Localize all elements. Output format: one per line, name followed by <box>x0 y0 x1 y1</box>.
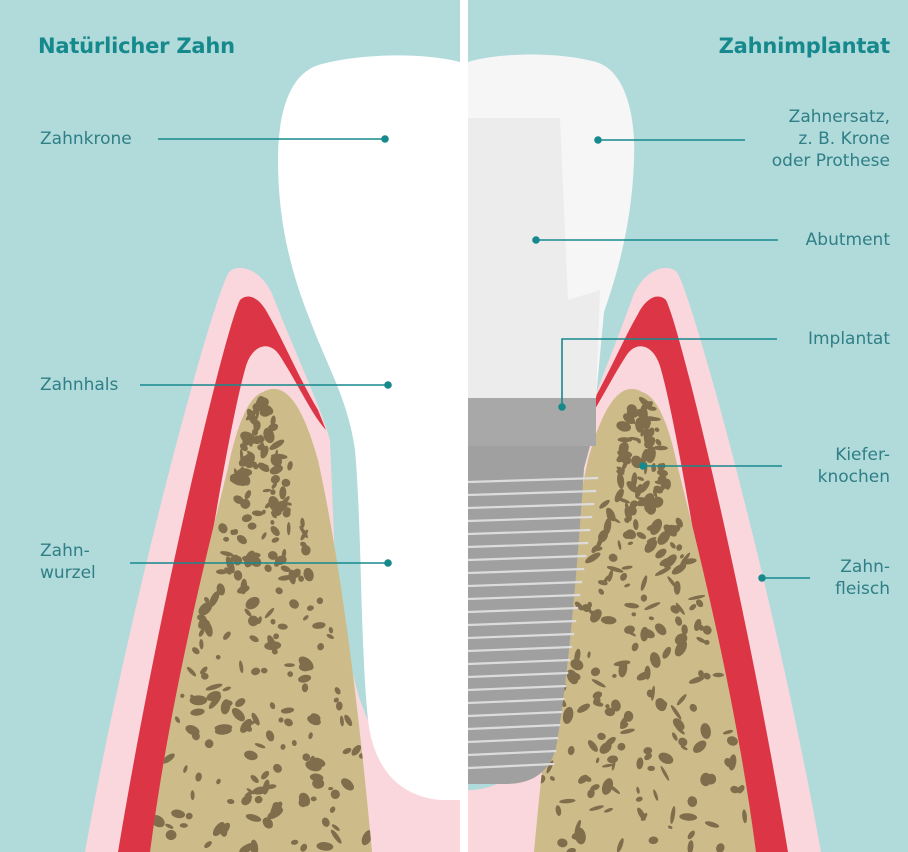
label-zahnersatz: Zahnersatz, z. B. Krone oder Prothese <box>772 106 890 172</box>
label-zahnersatz-line2: z. B. Krone <box>772 128 890 150</box>
implant-title: Zahnimplantat <box>719 34 890 58</box>
label-abutment-text: Abutment <box>806 229 890 251</box>
label-zahnkrone-text: Zahnkrone <box>40 128 132 150</box>
label-zahnfleisch-line1: Zahn- <box>835 556 890 578</box>
label-zahnersatz-line1: Zahnersatz, <box>772 106 890 128</box>
label-kieferknochen-line2: knochen <box>818 466 890 488</box>
bone-pore <box>287 522 291 535</box>
bone-pore <box>301 545 310 555</box>
label-zahnkrone: Zahnkrone <box>40 128 132 150</box>
label-zahnwurzel-line1: Zahn- <box>40 540 96 562</box>
bone-pore <box>713 673 724 677</box>
bone-pore <box>190 695 208 705</box>
label-zahnersatz-line3: oder Prothese <box>772 150 890 172</box>
label-zahnfleisch: Zahn- fleisch <box>835 556 890 600</box>
label-zahnfleisch-line2: fleisch <box>835 578 890 600</box>
center-divider <box>460 0 468 852</box>
label-kieferknochen: Kiefer- knochen <box>818 444 890 488</box>
label-abutment: Abutment <box>806 229 890 251</box>
label-zahnhals: Zahnhals <box>40 374 118 396</box>
label-kieferknochen-line1: Kiefer- <box>818 444 890 466</box>
bone-pore <box>284 663 295 667</box>
label-zahnhals-text: Zahnhals <box>40 374 118 396</box>
natural-tooth-title: Natürlicher Zahn <box>38 34 235 58</box>
label-zahnwurzel: Zahn- wurzel <box>40 540 96 584</box>
label-zahnwurzel-line2: wurzel <box>40 562 96 584</box>
label-implantat-text: Implantat <box>808 328 890 350</box>
label-implantat: Implantat <box>808 328 890 350</box>
implant-collar <box>468 398 596 446</box>
bone-pore <box>632 612 637 616</box>
bone-pore <box>647 766 655 771</box>
